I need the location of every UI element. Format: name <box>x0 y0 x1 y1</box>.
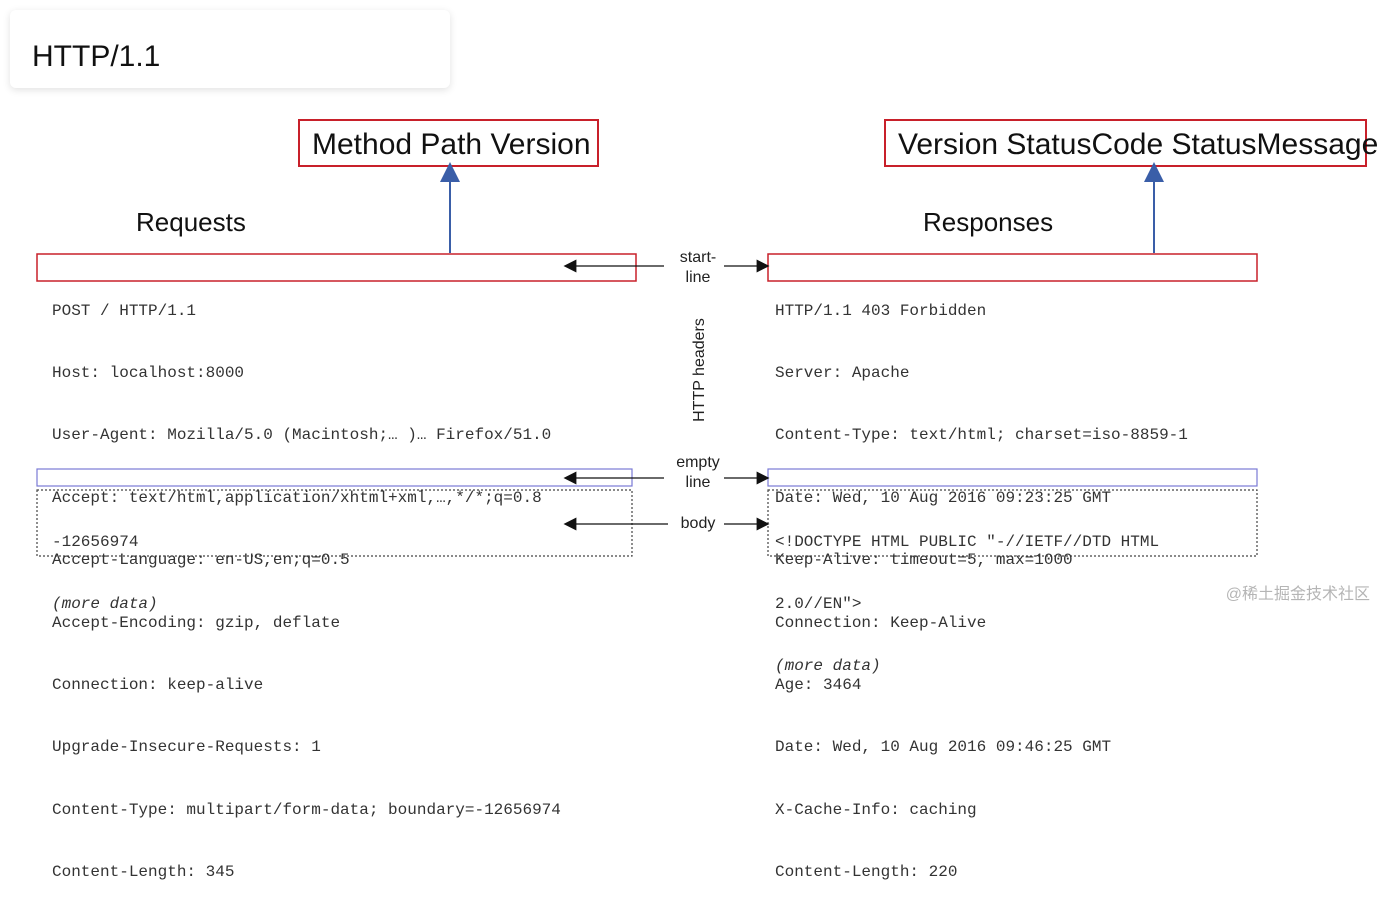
diagram-overlay <box>36 162 1258 557</box>
request-header-line: Host: localhost:8000 <box>52 363 245 382</box>
request-start-line-box <box>36 253 637 282</box>
watermark: @稀土掘金技术社区 <box>1225 586 1370 603</box>
page-title: HTTP/1.1 <box>32 40 161 73</box>
response-header-line: Date: Wed, 10 Aug 2016 09:46:25 GMT <box>775 738 1112 757</box>
empty-line-label-line1: empty <box>676 454 720 471</box>
response-header-line: Content-Type: text/html; charset=iso-885… <box>775 426 1188 445</box>
body-label: body <box>680 515 716 532</box>
request-header-line: Accept: text/html,application/xhtml+xml,… <box>52 488 542 507</box>
request-body-line: -12656974 <box>52 532 139 551</box>
request-header-line: Connection: keep-alive <box>52 675 264 694</box>
request-header-line: Content-Length: 345 <box>52 863 235 882</box>
response-body-more-data: (more data) <box>775 657 881 676</box>
response-body: <!DOCTYPE HTML PUBLIC "-//IETF//DTD HTML… <box>775 490 1159 698</box>
request-body-box <box>36 489 633 557</box>
response-start-line: HTTP/1.1 403 Forbidden <box>775 301 987 320</box>
response-body-line: 2.0//EN"> <box>775 594 862 613</box>
requests-heading: Requests <box>136 207 246 237</box>
request-start-line-format-label: Method Path Version <box>298 119 599 167</box>
start-line-label: start- line <box>668 248 728 288</box>
title-card: HTTP/1.1 <box>10 10 450 88</box>
request-body: -12656974 (more data) <box>52 490 158 636</box>
response-body-line: <!DOCTYPE HTML PUBLIC "-//IETF//DTD HTML <box>775 532 1160 551</box>
request-header-line: Upgrade-Insecure-Requests: 1 <box>52 738 321 757</box>
request-header-line: User-Agent: Mozilla/5.0 (Macintosh;… )… … <box>52 426 552 445</box>
response-header-line: Keep-Alive: timeout=5, max=1000 <box>775 551 1073 570</box>
empty-line-label: empty line <box>668 453 728 493</box>
request-body-more-data: (more data) <box>52 594 158 613</box>
empty-line-label-line2: line <box>685 474 711 491</box>
response-header-line: Server: Apache <box>775 363 910 382</box>
responses-heading: Responses <box>923 207 1054 237</box>
request-header-line: Content-Type: multipart/form-data; bound… <box>52 800 561 819</box>
response-header-line: Date: Wed, 10 Aug 2016 09:23:25 GMT <box>775 488 1112 507</box>
response-header-line: X-Cache-Info: caching <box>775 800 977 819</box>
http-headers-label: HTTP headers <box>691 318 708 422</box>
start-line-label-line1: start- <box>679 249 717 266</box>
start-line-label-line2: line <box>685 269 711 286</box>
request-header-line: Accept-Language: en-US,en;q=0.5 <box>52 551 350 570</box>
response-header-line: Content-Length: 220 <box>775 863 958 882</box>
request-start-line: POST / HTTP/1.1 <box>52 301 197 320</box>
response-start-line-format-label: Version StatusCode StatusMessage <box>884 119 1378 167</box>
